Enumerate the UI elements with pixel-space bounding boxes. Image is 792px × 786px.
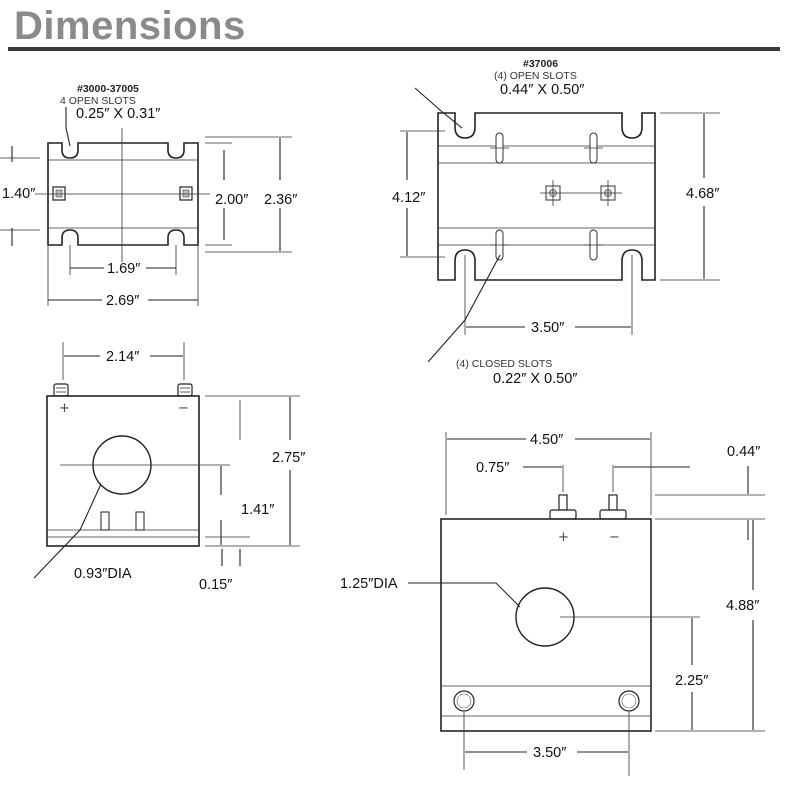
- view4-dim-top: 0.44″: [727, 444, 760, 460]
- view-3000-37005: #3000-37005 4 OPEN SLOTS 0.25″ X 0.31″ 1…: [0, 83, 297, 309]
- view2-slot-label: (4) OPEN SLOTS: [494, 70, 577, 82]
- view1-dim-width: 2.69″: [106, 293, 139, 309]
- view4-dim-height: 4.88″: [726, 598, 759, 614]
- view2-closed-size: 0.22″ X 0.50″: [493, 371, 577, 387]
- view4-dim-center: 2.25″: [675, 673, 708, 689]
- view2-dim-left: 4.12″: [392, 190, 425, 206]
- view2-slot-size: 0.44″ X 0.50″: [500, 82, 584, 98]
- view4-minus: −: [609, 530, 620, 545]
- view2-part-number: #37006: [523, 58, 558, 70]
- view2-dim-span: 3.50″: [531, 320, 564, 336]
- view1-slot-size: 0.25″ X 0.31″: [76, 106, 160, 122]
- view3-dim-terminals: 2.14″: [106, 349, 139, 365]
- view2-closed-label: (4) CLOSED SLOTS: [456, 358, 552, 370]
- header-rule: [8, 47, 780, 51]
- view4-dim-dia: 1.25″DIA: [340, 576, 398, 592]
- view1-part-number: #3000-37005: [77, 83, 139, 95]
- view2-dim-height: 4.68″: [686, 186, 719, 202]
- view-side-large: + − 4.50″ 0.75″ 0.44″ 1.25″DIA 4.88″ 2.2…: [340, 432, 765, 776]
- view-37006: #37006 (4) OPEN SLOTS 0.44″ X 0.50″ 4.12…: [392, 58, 720, 387]
- view3-minus: −: [178, 401, 189, 416]
- page-title: Dimensions: [14, 4, 246, 48]
- view1-dim-left: 1.40″: [2, 186, 35, 202]
- view-side-small: + − 2.14″ 2.75″ 1.41″ 0.93″DIA 0.15″: [33, 342, 305, 593]
- view1-dim-mid: 2.00″: [215, 192, 248, 208]
- view1-dim-inner: 1.69″: [107, 261, 140, 277]
- view3-dim-center: 1.41″: [241, 502, 274, 518]
- view4-dim-holes: 3.50″: [533, 745, 566, 761]
- view3-plus: +: [59, 401, 70, 416]
- view3-dim-height: 2.75″: [272, 450, 305, 466]
- view3-dim-base: 0.15″: [199, 577, 232, 593]
- view3-dim-dia: 0.93″DIA: [74, 566, 132, 582]
- view4-dim-terminal: 0.75″: [476, 460, 509, 476]
- view4-dim-width: 4.50″: [530, 432, 563, 448]
- view4-plus: +: [558, 530, 569, 545]
- view1-slot-label: 4 OPEN SLOTS: [60, 95, 136, 107]
- view1-dim-height: 2.36″: [264, 192, 297, 208]
